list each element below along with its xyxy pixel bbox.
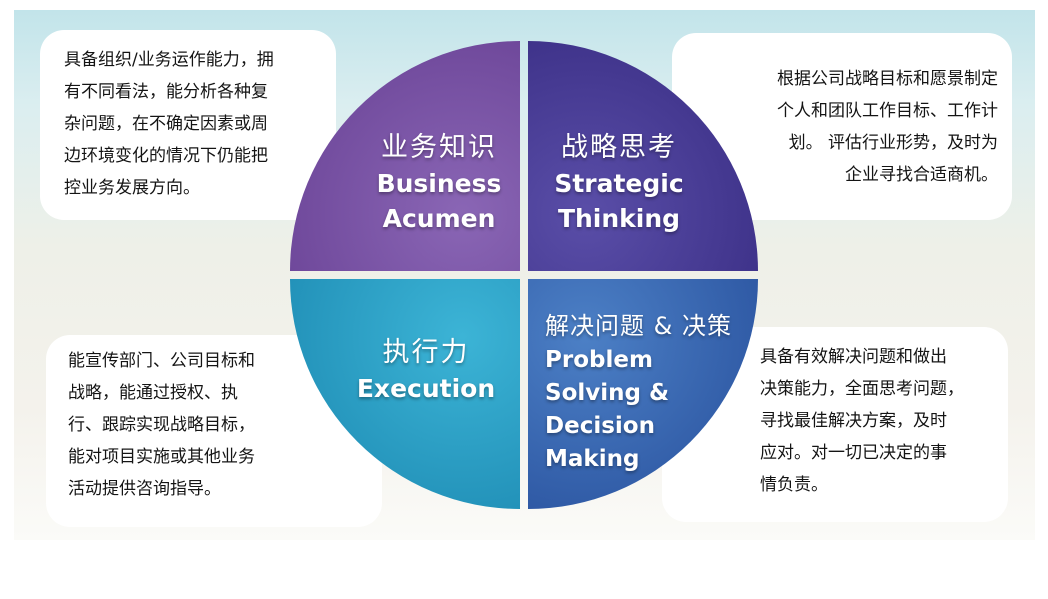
description-line: 应对。对一切已决定的事 (760, 443, 947, 463)
competency-circle-diagram (284, 35, 764, 515)
execution-label: 执行力 Execution (346, 335, 506, 406)
description-line: 杂问题，在不确定因素或周 (64, 114, 268, 134)
description-line: 寻找最佳解决方案，及时 (760, 411, 947, 431)
execution-quadrant (290, 279, 520, 509)
description-line: 具备有效解决问题和做出 (760, 347, 947, 367)
strategic-thinking-description-card: 根据公司战略目标和愿景制定 个人和团队工作目标、工作计 划。 评估行业形势，及时… (672, 33, 1012, 220)
quadrant-title-en: Business (376, 169, 502, 198)
description-line: 控业务发展方向。 (64, 178, 200, 198)
quadrant-title-zh: 战略思考 (561, 132, 677, 163)
description-line: 行、跟踪实现战略目标， (68, 415, 255, 435)
quadrant-title-en: Strategic (554, 169, 684, 198)
quadrant-title-en: Decision (545, 413, 655, 439)
quadrant-title-en: Acumen (382, 204, 496, 233)
strategic-thinking-label: 战略思考 Strategic Thinking (544, 130, 694, 236)
problem-solving-description-card: 具备有效解决问题和做出 决策能力，全面思考问题， 寻找最佳解决方案，及时 应对。… (662, 327, 1008, 522)
description-line: 能宣传部门、公司目标和 (68, 351, 255, 371)
description-line: 情负责。 (760, 475, 828, 495)
description-line: 企业寻找合适商机。 (845, 165, 998, 185)
business-acumen-quadrant (290, 41, 520, 271)
quadrant-title-en: Execution (356, 374, 496, 403)
quadrant-title-zh: 业务知识 (381, 132, 497, 163)
business-acumen-description-card: 具备组织/业务运作能力，拥 有不同看法，能分析各种复 杂问题，在不确定因素或周 … (40, 30, 336, 220)
problem-solving-quadrant (528, 279, 758, 509)
quadrant-title-zh: 执行力 (382, 337, 470, 368)
description-line: 个人和团队工作目标、工作计 (777, 101, 998, 121)
business-acumen-label: 业务知识 Business Acumen (366, 130, 512, 236)
description-line: 边环境变化的情况下仍能把 (64, 146, 268, 166)
description-line: 有不同看法，能分析各种复 (64, 82, 268, 102)
quadrant-title-zh: 解决问题 & 决策 (545, 312, 732, 340)
description-line: 决策能力，全面思考问题， (760, 379, 964, 399)
problem-solving-label: 解决问题 & 决策 Problem Solving & Decision Mak… (545, 308, 755, 476)
description-line: 活动提供咨询指导。 (68, 479, 221, 499)
quadrant-title-en: Problem (545, 347, 653, 373)
quadrant-title-en: Making (545, 446, 640, 472)
description-line: 能对项目实施或其他业务 (68, 447, 255, 467)
strategic-thinking-quadrant (528, 41, 758, 271)
quadrant-title-en: Thinking (557, 204, 681, 233)
description-line: 具备组织/业务运作能力，拥 (64, 50, 274, 70)
quadrant-title-en: Solving & (545, 380, 670, 406)
description-line: 战略，能通过授权、执 (68, 383, 238, 403)
description-line: 划。 评估行业形势，及时为 (788, 133, 998, 153)
quadrant-svg (290, 41, 758, 509)
description-line: 根据公司战略目标和愿景制定 (777, 69, 998, 89)
